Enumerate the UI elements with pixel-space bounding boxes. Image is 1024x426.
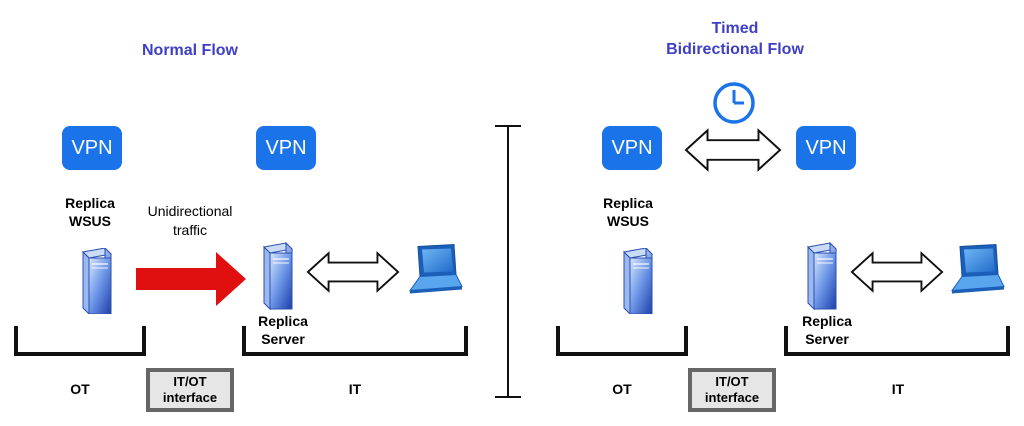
normal-flow-title: Normal Flow: [141, 42, 238, 59]
vpn-icon-it-left: VPN: [256, 126, 316, 170]
ot-bracket-right: [556, 326, 688, 356]
laptop-icon-left: [409, 243, 463, 295]
ot-bracket-left: [14, 326, 146, 356]
server-icon-left-wsus: [82, 248, 112, 314]
double-arrow-icon-vpn: [684, 129, 782, 171]
vpn-icon-ot-right: VPN: [602, 126, 662, 170]
server-icon-right-wsus: [623, 248, 653, 314]
ot-zone-label-left: OT: [70, 381, 90, 397]
unidirectional-traffic-label: Unidirectional traffic: [147, 203, 233, 238]
vpn-icon-ot-left: VPN: [62, 126, 122, 170]
replica-server-label-left: Replica Server: [258, 313, 308, 347]
ot-zone-label-right: OT: [612, 381, 632, 397]
timed-bidirectional-flow-title: Timed Bidirectional Flow: [666, 20, 804, 58]
laptop-icon-right: [951, 243, 1005, 295]
right-arrow-icon: [136, 252, 246, 306]
replica-wsus-label-left: Replica WSUS: [65, 195, 115, 229]
replica-server-label-right: Replica Server: [802, 313, 852, 347]
it-ot-interface-box-right: IT/OT interface: [688, 368, 776, 412]
it-zone-label-left: IT: [348, 381, 362, 397]
double-arrow-icon-left: [306, 252, 400, 292]
vpn-icon-it-right: VPN: [796, 126, 856, 170]
clock-icon: [713, 82, 755, 124]
double-arrow-icon-right: [850, 252, 944, 292]
it-ot-interface-box-left: IT/OT interface: [146, 368, 234, 412]
it-bracket-left: [242, 326, 468, 356]
it-zone-label-right: IT: [891, 381, 905, 397]
it-bracket-right: [784, 326, 1010, 356]
replica-wsus-label-right: Replica WSUS: [603, 195, 653, 229]
server-icon-right-replica: [807, 242, 837, 310]
section-divider: [495, 125, 521, 398]
server-icon-left-replica: [263, 242, 293, 310]
